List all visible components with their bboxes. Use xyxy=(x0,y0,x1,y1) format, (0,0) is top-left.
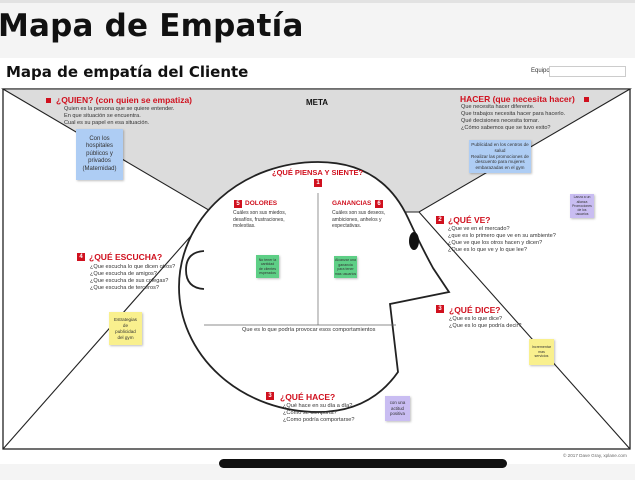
piensa-number: 1 xyxy=(314,179,322,187)
ganancias-text: Cuáles son sus deseos, ambiciones, anhel… xyxy=(332,210,386,229)
head-shape xyxy=(178,161,451,413)
dolores-title: DOLORES xyxy=(245,200,278,207)
equipo-input[interactable] xyxy=(549,66,626,77)
escucha-title: ¿QUÉ ESCUCHA? xyxy=(89,252,163,262)
hacer-bullet xyxy=(584,97,589,102)
ve-title: ¿QUÉ VE? xyxy=(448,215,491,225)
horizontal-scrollbar[interactable] xyxy=(219,459,507,468)
behavior-question: Que es lo que podría provocar esos compo… xyxy=(242,327,376,333)
ganancias-title: GANANCIAS xyxy=(332,200,372,207)
ganancias-number: 6 xyxy=(375,200,383,208)
piensa-title: ¿QUÉ PIENSA Y SIENTE? xyxy=(272,168,364,177)
copyright-text: © 2017 Dave Gray, xplane.com xyxy=(563,453,627,458)
ve-text: ¿Que ve en el mercado? ¿que es lo primer… xyxy=(448,226,556,253)
equipo-label: Equipo xyxy=(531,68,550,74)
quien-bullet xyxy=(46,98,51,103)
diagonal-bottom-left xyxy=(2,211,213,450)
dice-number: 3 xyxy=(436,305,444,313)
hace-text: ¿Qué hace en su día a día? ¿Como se comp… xyxy=(283,403,355,423)
diagonal-bottom-right xyxy=(418,211,631,450)
dolores-number: 5 xyxy=(234,200,242,208)
meta-label: META xyxy=(306,98,329,107)
quien-title: ¿QUIEN? (con quien se empatiza) xyxy=(56,95,193,105)
escucha-number: 4 xyxy=(77,253,85,261)
sticky-note-ve[interactable]: Lanza a un alianza Promociones de los us… xyxy=(570,194,594,218)
map-subtitle: Mapa de empatía del Cliente xyxy=(6,63,249,81)
sticky-note-dice[interactable]: Incrementar mas servicios xyxy=(529,339,554,365)
sticky-note-hacer[interactable]: Publicidad en los centros de salud Reali… xyxy=(469,140,531,173)
sticky-note-hace[interactable]: con una actitud positiva xyxy=(385,396,410,421)
ear-shape xyxy=(185,250,205,290)
dice-title: ¿QUÉ DICE? xyxy=(449,305,501,315)
hace-number: 3 xyxy=(266,392,274,400)
top-bar xyxy=(0,0,635,3)
hacer-text: Que necesita hacer diferente. Que trabaj… xyxy=(461,104,566,131)
ve-number: 2 xyxy=(436,216,444,224)
dolores-text: Cuáles son sus miedos, desafíos, frustra… xyxy=(233,210,287,229)
hacer-title: HACER (que necesita hacer) xyxy=(460,94,575,104)
quien-text: Quien es la persona que se quiere entend… xyxy=(64,106,175,126)
page-title: Mapa de Empatía xyxy=(0,8,304,44)
dice-text: ¿Que es lo que dice? ¿Que es lo que podr… xyxy=(449,316,522,329)
sticky-note-quien[interactable]: Con los hospitales públicos y privados (… xyxy=(76,129,123,180)
eye-shape xyxy=(409,232,419,250)
escucha-text: ¿Que escucha lo que dicen otros? ¿Que es… xyxy=(90,264,176,291)
sticky-note-ganancias[interactable]: Alcanzar una ganancia para tener mas usu… xyxy=(334,256,357,278)
sticky-note-dolores[interactable]: No tener la cantidad de clientes esperad… xyxy=(256,255,279,278)
hace-title: ¿QUÉ HACE? xyxy=(280,392,336,402)
sticky-note-escucha[interactable]: Estrategias de publicidad del gym xyxy=(109,312,142,345)
